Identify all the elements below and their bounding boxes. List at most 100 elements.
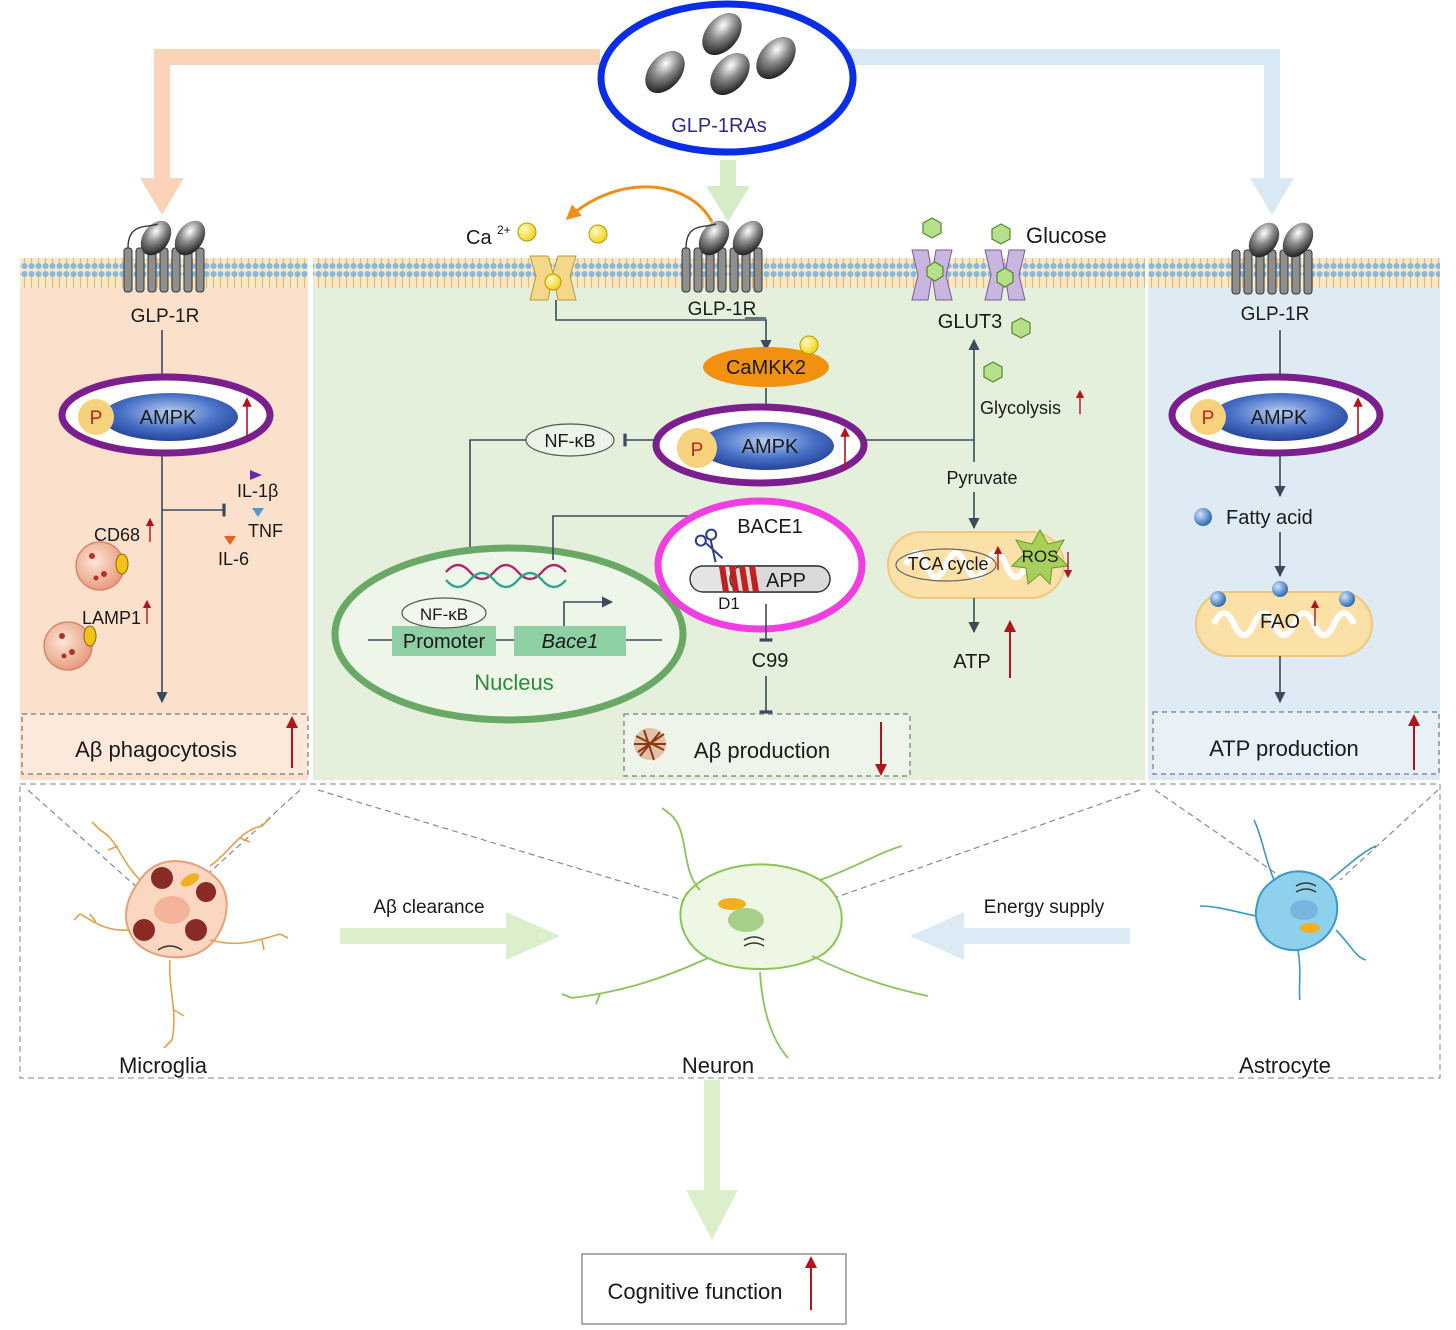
cytokine-marker-icon	[250, 470, 262, 480]
cell-label-neuron: Neuron	[682, 1053, 754, 1078]
bace1-gene-label: Bace1	[542, 631, 599, 653]
calcium-charge: 2+	[497, 223, 511, 237]
cytokine-marker-icon	[252, 508, 264, 517]
outcome-atp-production: ATP production	[1209, 736, 1359, 761]
drug-arrows	[140, 49, 1294, 222]
bace1-app-complex: BACE1 APP D1	[654, 497, 866, 633]
microglia-pathway: P AMPK IL-1β TNF IL-6 CD68 LAMP1 Aβ phag…	[21, 330, 309, 775]
bace1-gene-box	[514, 626, 626, 656]
cytokine-tnf: TNF	[248, 521, 283, 541]
calcium-label: Ca	[466, 227, 492, 249]
outcome-box-ab-production	[623, 713, 911, 777]
fatty-acid-icon	[1339, 591, 1355, 607]
pyruvate-label: Pyruvate	[946, 468, 1017, 488]
tca-cycle-label: TCA cycle	[907, 554, 988, 574]
ampk-label: AMPK	[140, 407, 197, 429]
app-label: APP	[766, 570, 806, 592]
cytokine-il1b: IL-1β	[237, 481, 278, 501]
nfkb-label: NF-κB	[545, 431, 596, 451]
ros-label: ROS	[1022, 547, 1059, 566]
marker-cd68: CD68	[94, 525, 140, 545]
glp1ra-drug: GLP-1RAs	[597, 0, 857, 156]
final-arrow	[686, 1080, 738, 1240]
lysosome-vesicle-icon	[43, 621, 97, 671]
fao-label: FAO	[1260, 611, 1300, 633]
astrocyte-cell-icon	[1199, 819, 1377, 1001]
calcium-influx-arrow	[565, 185, 714, 223]
cell-label-microglia: Microglia	[119, 1053, 208, 1078]
drug-label: GLP-1RAs	[671, 115, 767, 137]
atp-label: ATP	[953, 651, 990, 673]
nfkb-nuclear-node	[401, 597, 487, 629]
bace1-label: BACE1	[737, 516, 803, 538]
mitochondrion-icon	[887, 531, 1065, 599]
camkk2-label: CaMKK2	[726, 357, 806, 379]
glucose-label: Glucose	[1026, 223, 1107, 248]
calcium-ion-icon	[588, 224, 608, 244]
drug-molecule-icon	[756, 36, 796, 80]
cell-label-astrocyte: Astrocyte	[1239, 1053, 1331, 1078]
glp1r-receptor-icon	[1231, 222, 1314, 295]
zoom-guide-lines	[27, 789, 1439, 911]
glp1r-receptor-icon	[681, 220, 764, 293]
fatty-acid-icon	[1210, 591, 1226, 607]
calcium-ion-icon	[517, 222, 537, 242]
ampk-complex-astrocyte: P AMPK	[1168, 373, 1384, 457]
drug-molecule-icon	[702, 12, 742, 56]
receptor-label-neuron: GLP-1R	[688, 299, 757, 320]
crosstalk-ab-clearance: Aβ clearance	[373, 897, 484, 918]
ampk-label: AMPK	[742, 436, 799, 458]
dna-icon	[445, 571, 567, 589]
glycolysis-label: Glycolysis	[980, 398, 1061, 418]
fatty-acid-icon	[1272, 581, 1288, 597]
nucleus-label: Nucleus	[474, 670, 553, 695]
glut3-label: GLUT3	[938, 311, 1002, 333]
cognitive-function-box	[581, 1253, 847, 1325]
receptor-label-microglia: GLP-1R	[131, 306, 200, 327]
d1-label: D1	[718, 594, 740, 613]
phospho-label: P	[90, 408, 103, 429]
outcome-ab-production: Aβ production	[694, 738, 830, 763]
tca-cycle-ring	[895, 548, 997, 582]
neuron-pathway: Ca 2+ CaMKK2 P AMPK NF-κB	[331, 185, 1107, 777]
fatty-acid-label: Fatty acid	[1226, 507, 1313, 529]
neuron-cell-icon	[561, 807, 929, 1059]
ampk-label: AMPK	[1251, 407, 1308, 429]
dna-icon	[445, 563, 567, 581]
phospho-label: P	[1202, 408, 1215, 429]
outcome-phagocytosis: Aβ phagocytosis	[75, 737, 237, 762]
c99-label: C99	[752, 650, 789, 672]
camkk2-node	[703, 347, 829, 387]
calcium-ion-icon	[799, 335, 819, 355]
cognitive-function-label: Cognitive function	[608, 1279, 783, 1304]
drug-molecule-icon	[645, 50, 685, 94]
receptor-label-astrocyte: GLP-1R	[1241, 304, 1310, 325]
cell-interaction-panel	[19, 783, 1441, 1079]
marker-lamp1: LAMP1	[82, 608, 141, 628]
mitochondrion-icon	[1195, 591, 1373, 657]
ampk-complex-microglia: P AMPK	[58, 373, 274, 457]
cytokine-marker-icon	[224, 536, 236, 545]
cytokine-il6: IL-6	[218, 549, 249, 569]
phospho-label: P	[691, 440, 704, 461]
crosstalk-arrows	[340, 912, 1130, 960]
promoter-box	[392, 626, 496, 656]
astrocyte-pathway: P AMPK Fatty acid FAO ATP production	[1152, 330, 1440, 775]
lysosome-vesicle-icon	[75, 541, 129, 591]
fatty-acid-icon	[1194, 508, 1212, 526]
calcium-channel-icon	[529, 255, 577, 301]
glp1r-receptor-icon	[123, 220, 206, 293]
glut3-transporter-icon	[911, 249, 1026, 301]
ampk-complex-neuron: P AMPK	[652, 403, 868, 487]
microglia-cell-icon	[73, 817, 289, 1049]
nucleus: Promoter Bace1 NF-κB Nucleus	[331, 544, 687, 724]
crosstalk-energy-supply: Energy supply	[984, 897, 1105, 918]
ros-burst-icon	[1010, 528, 1070, 586]
amyloid-aggregate-icon	[634, 728, 666, 761]
glucose-molecule-icon	[922, 217, 1031, 383]
scissors-icon	[694, 528, 724, 563]
nfkb-nuclear-label: NF-κB	[420, 605, 468, 624]
drug-molecule-icon	[710, 52, 750, 96]
outcome-box-atp-production	[1152, 711, 1440, 775]
